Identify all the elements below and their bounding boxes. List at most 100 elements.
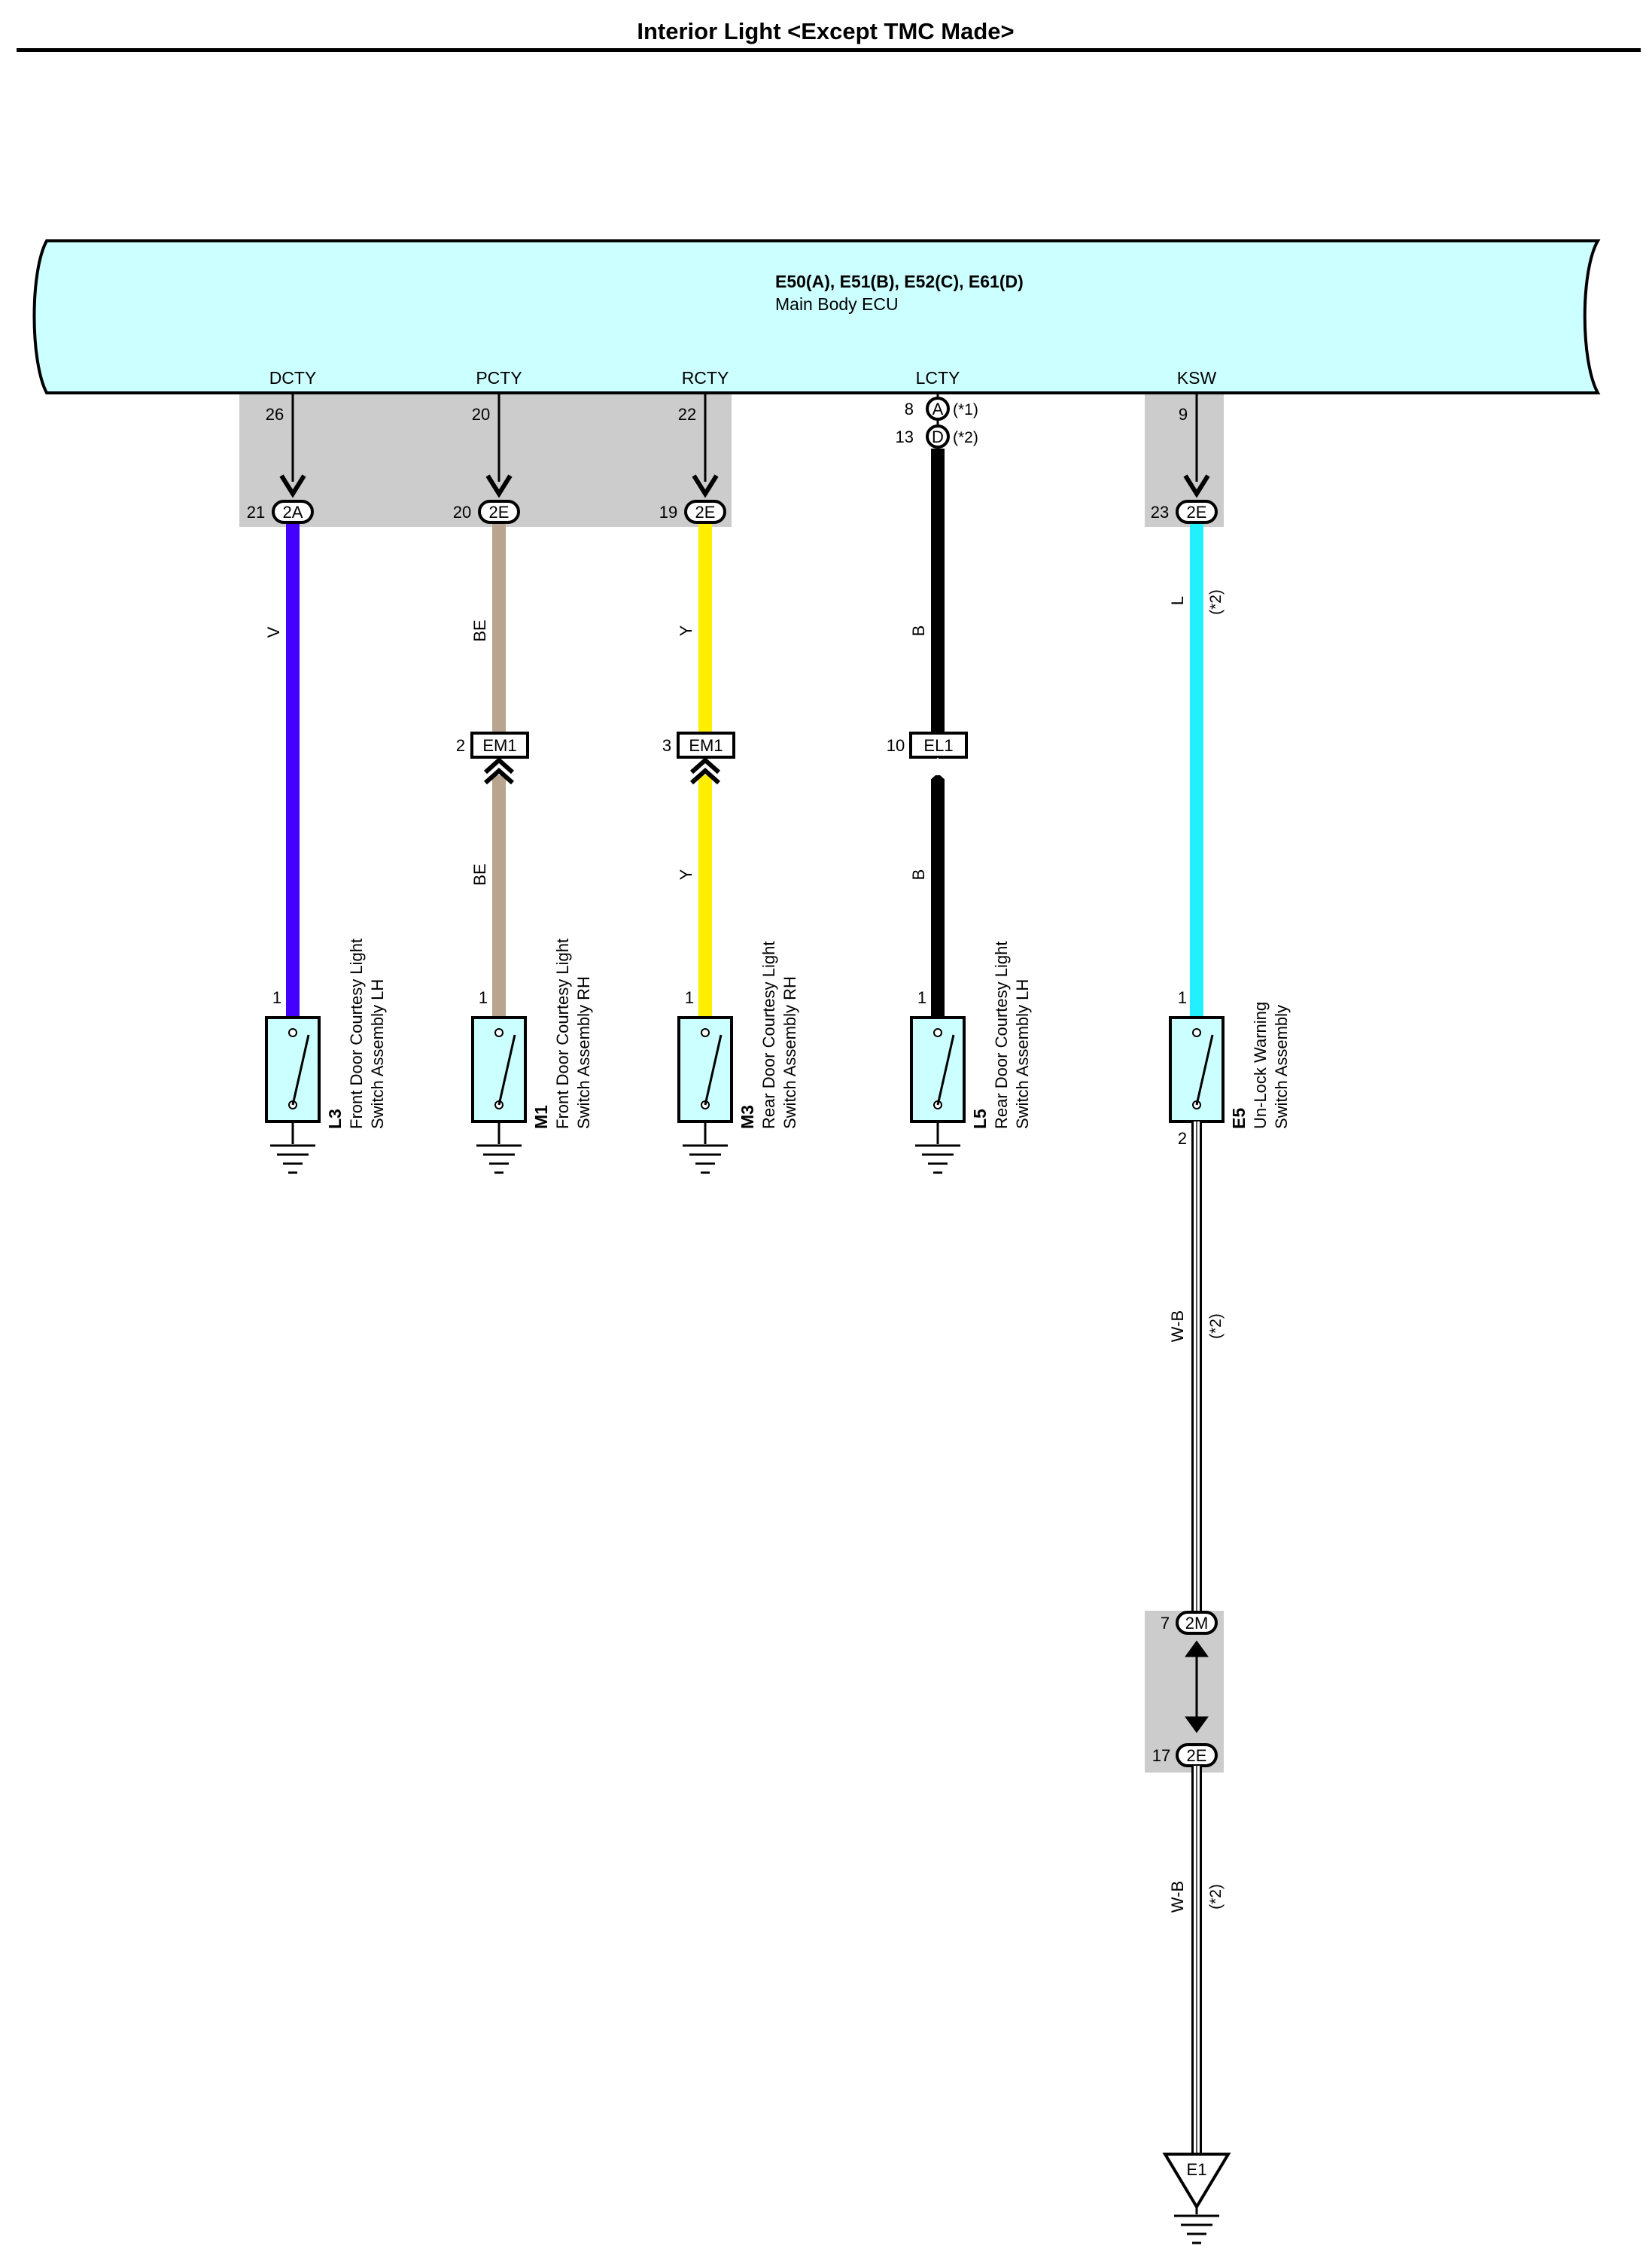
inline-connector-label: EM1 [482,736,516,755]
wire-color-label: Y [677,625,695,636]
wire-color-label: BE [470,619,489,641]
junction-connector [478,500,520,524]
device-id: E5 [1229,1108,1249,1129]
ground-icon [1174,2214,1219,2244]
ground-icon [683,1144,728,1174]
pin-label-rcty: RCTY [682,368,729,388]
ecu-pin-number: 20 [472,405,490,424]
note-label: (*2) [1207,1313,1225,1339]
switch-pin-number: 1 [272,988,281,1007]
junction-pin-number: 21 [247,503,265,522]
device-id: L3 [325,1109,345,1129]
device-name-line2: Switch Assembly [1272,1005,1291,1129]
inline-pin-number: 10 [887,736,905,755]
inline-connector-label: EL1 [923,736,953,755]
pin-label-lcty: LCTY [916,368,960,388]
arrow-down-icon [1183,474,1210,498]
junction-pin-number: 17 [1152,1746,1170,1765]
ground-icon [270,1144,315,1174]
junction-connector [272,500,314,524]
junction-connector [1176,500,1218,524]
pin-label-ksw: KSW [1177,368,1217,388]
junction-connector-label: 2A [283,503,303,522]
junction-connector-label: 2E [489,503,510,522]
ecu-connector-a [926,397,950,421]
ground-icon [915,1144,960,1174]
wire-color-label: B [909,625,928,637]
wire-color-label: V [264,626,283,638]
junction-pin-number: 23 [1151,503,1169,522]
inline-pin-number: 3 [662,736,671,755]
pin-label-dcty: DCTY [269,368,317,388]
arrow-down-icon [485,474,513,498]
ecu-name: Main Body ECU [775,294,899,314]
ecu-pin-number: 26 [266,405,284,424]
ecu-pin-number: 22 [678,405,696,424]
device-id: L5 [970,1109,990,1129]
wire-color-label: BE [470,863,489,885]
device-id: M3 [738,1105,757,1129]
device-name-line2: Switch Assembly LH [1013,979,1032,1129]
junction-connector-label: 2E [695,503,716,522]
title-rule [17,48,1641,52]
ecu-id: E50(A), E51(B), E52(C), E61(D) [775,272,1024,291]
device-name-line1: Front Door Courtesy Light [553,939,572,1129]
note-label: (*2) [1207,589,1225,615]
device-id: M1 [531,1105,551,1129]
inline-connector [677,732,735,759]
junction-connector [684,500,726,524]
junction-pin-number: 20 [453,503,471,522]
switch-pin-number: 1 [685,988,694,1007]
switch-pin-number: 2 [1178,1129,1187,1148]
wire-color-label: B [909,869,928,881]
device-name-line1: Rear Door Courtesy Light [759,942,778,1129]
page-title: Interior Light <Except TMC Made> [637,18,1014,44]
ecu-pin-number: 8 [905,400,914,418]
arrow-down-icon [1185,1716,1209,1733]
circuit-ksw: 9 2E 23 L (*2) 1 2 E5 Un-Lock Warning Sw… [1151,394,1291,2244]
switch-pin-number: 1 [917,988,926,1007]
junction-connector-label: 2E [1187,1746,1207,1765]
device-name-line2: Switch Assembly RH [780,976,799,1129]
inline-connector [909,732,968,759]
ecu-connector-d [926,425,950,449]
inline-pin-number: 2 [456,736,465,755]
circuit-rcty: 22 2E 19 Y Y EM1 3 1 M3 Rear Door Courte… [659,394,799,1174]
circuit-lcty: A 8 (*1) D 13 (*2) B B EL1 10 1 L5 Rear … [887,394,1032,1174]
switch-pin-number: 1 [1178,988,1187,1007]
circuit-dcty: 26 2A 21 V 1 L3 Front Door Courtesy Ligh… [247,394,387,1174]
ecu-pin-number: 13 [896,428,914,446]
note-label: (*2) [953,429,978,446]
wire-color-label: Y [677,869,695,880]
wire-color-label: L [1168,596,1187,605]
note-label: (*2) [1207,1884,1225,1910]
circuit-pcty: 20 2E 20 BE BE EM1 2 1 M1 Front Door Cou… [453,394,593,1174]
junction-connector-label: 2M [1185,1614,1209,1633]
chevron-up-icon [690,756,720,785]
device-name-line1: Un-Lock Warning [1251,1002,1270,1129]
junction-pin-number: 7 [1161,1614,1170,1633]
chevron-up-icon [923,757,953,784]
wire-color-label: W-B [1168,1881,1187,1913]
note-label: (*1) [953,401,978,418]
ecu-pin-number: 9 [1179,405,1188,424]
arrow-down-icon [692,474,719,498]
device-name-line2: Switch Assembly RH [574,976,593,1129]
ecu-box [32,239,1601,394]
inline-connector-label: EM1 [689,736,723,755]
device-name-line1: Front Door Courtesy Light [347,939,366,1129]
device-name-line1: Rear Door Courtesy Light [992,942,1011,1129]
switch-pin-number: 1 [479,988,488,1007]
pin-label-pcty: PCTY [476,368,522,388]
wire-color-label: W-B [1168,1310,1187,1342]
ground-icon [476,1144,522,1174]
ground-point-label: E1 [1187,2160,1207,2179]
junction-pin-number: 19 [659,503,677,522]
ground-point-triangle [1162,2153,1231,2210]
junction-connector [1176,1611,1218,1635]
ecu-connector-label: D [932,428,944,446]
ecu-connector-label: A [932,400,944,418]
device-name-line2: Switch Assembly LH [368,979,387,1129]
junction-connector-label: 2E [1187,503,1207,522]
